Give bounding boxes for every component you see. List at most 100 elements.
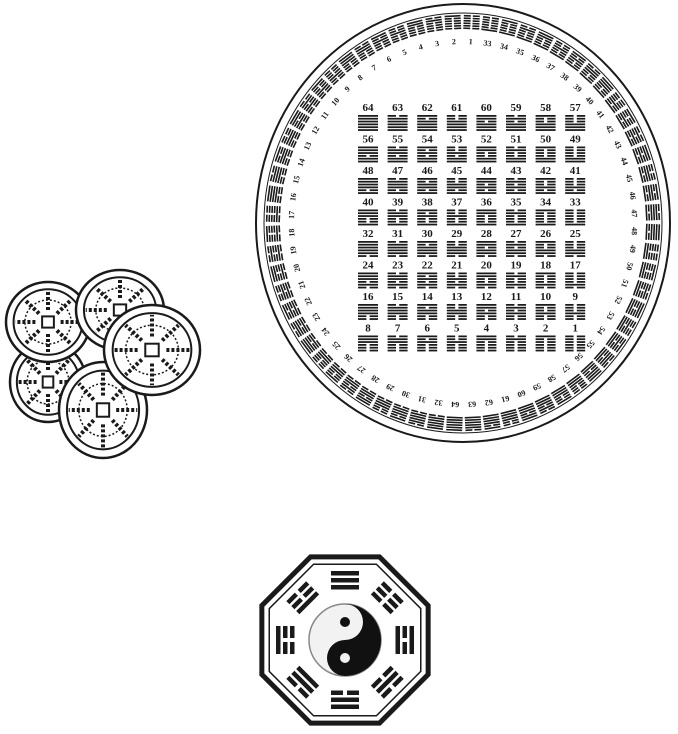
ring-number: 53 xyxy=(605,310,617,321)
square-number: 38 xyxy=(422,197,434,209)
square-hexagram xyxy=(358,336,378,352)
square-number: 20 xyxy=(481,260,493,272)
square-number: 15 xyxy=(392,291,404,303)
square-number: 42 xyxy=(540,165,552,177)
ring-number: 63 xyxy=(468,400,476,409)
ring-number: 47 xyxy=(630,209,639,217)
ring-hexagram xyxy=(638,164,656,183)
ring-hexagram xyxy=(408,409,427,427)
square-number: 11 xyxy=(511,291,521,303)
ring-number: 1 xyxy=(469,37,473,46)
square-number: 25 xyxy=(570,228,582,240)
square-number: 53 xyxy=(451,134,463,146)
square-number: 52 xyxy=(481,134,493,146)
square-number: 36 xyxy=(481,197,493,209)
square-hexagram xyxy=(417,273,437,289)
square-hexagram xyxy=(565,210,585,226)
square-hexagram xyxy=(536,241,556,257)
ring-number: 51 xyxy=(619,278,630,289)
ring-number: 58 xyxy=(546,372,558,384)
square-hexagram xyxy=(476,178,496,194)
square-number: 39 xyxy=(392,197,404,209)
square-number: 58 xyxy=(540,102,552,114)
ring-number: 7 xyxy=(370,63,378,73)
square-hexagram xyxy=(388,336,408,352)
square-hexagram xyxy=(447,241,467,257)
square-hexagram xyxy=(536,147,556,163)
ring-hexagram xyxy=(356,386,377,406)
ring-hexagram xyxy=(340,374,361,395)
trigram xyxy=(331,571,359,590)
ring-number: 35 xyxy=(515,46,526,57)
ring-hexagram xyxy=(445,15,462,30)
square-number: 47 xyxy=(392,165,404,177)
ring-number: 11 xyxy=(319,110,331,121)
ring-number: 36 xyxy=(530,53,541,65)
ring-hexagram xyxy=(311,78,332,99)
ring-number: 3 xyxy=(434,39,439,49)
ring-hexagram xyxy=(270,263,288,282)
ring-hexagram xyxy=(643,184,659,202)
ring-hexagram xyxy=(483,413,501,429)
ring-number: 54 xyxy=(595,325,607,337)
ring-number: 64 xyxy=(451,400,459,409)
ring-hexagram xyxy=(645,224,660,241)
square-number: 63 xyxy=(392,102,404,114)
square-number: 34 xyxy=(540,197,552,209)
ring-number: 59 xyxy=(531,381,542,393)
ring-number: 50 xyxy=(624,261,635,271)
square-number: 23 xyxy=(392,260,404,272)
square-number: 17 xyxy=(570,260,582,272)
square-hexagram xyxy=(388,147,408,163)
square-number: 24 xyxy=(363,260,375,272)
ring-number: 30 xyxy=(401,389,412,400)
square-hexagram xyxy=(358,273,378,289)
square-number: 26 xyxy=(540,228,552,240)
square-number: 49 xyxy=(570,134,582,146)
square-hexagram xyxy=(358,304,378,320)
ring-hexagram xyxy=(566,373,587,394)
square-number: 57 xyxy=(570,102,582,114)
ring-hexagram xyxy=(580,361,601,382)
ring-hexagram xyxy=(275,146,294,166)
ring-number: 25 xyxy=(330,339,342,351)
square-hexagram xyxy=(447,336,467,352)
ring-number: 55 xyxy=(585,338,597,350)
square-hexagram xyxy=(417,147,437,163)
square-number: 54 xyxy=(422,134,434,146)
ring-number: 14 xyxy=(296,157,307,168)
square-hexagram xyxy=(388,178,408,194)
square-hexagram xyxy=(565,336,585,352)
ring-number: 6 xyxy=(385,54,392,64)
square-hexagram xyxy=(565,273,585,289)
square-hexagram xyxy=(565,115,585,131)
ring-number: 12 xyxy=(310,125,322,136)
square-hexagram xyxy=(388,210,408,226)
square-hexagram xyxy=(476,304,496,320)
ring-number: 9 xyxy=(343,84,352,93)
ring-number: 34 xyxy=(499,41,509,52)
chinese-coins-icon xyxy=(6,270,200,458)
square-hexagram xyxy=(565,304,585,320)
square-hexagram xyxy=(506,115,526,131)
ring-hexagram xyxy=(270,166,288,185)
square-number: 9 xyxy=(572,291,578,303)
ring-hexagram xyxy=(465,416,482,431)
ring-number: 39 xyxy=(572,82,584,94)
square-number: 7 xyxy=(395,323,401,335)
square-hexagram xyxy=(536,115,556,131)
ring-number: 45 xyxy=(624,173,635,183)
ring-number: 48 xyxy=(630,227,639,235)
ring-hexagram xyxy=(594,347,615,368)
square-number: 62 xyxy=(422,102,434,114)
ring-number: 28 xyxy=(370,373,381,385)
outer-ring xyxy=(256,4,670,442)
ring-number: 16 xyxy=(288,193,298,202)
ring-number: 5 xyxy=(401,47,408,57)
ring-hexagram xyxy=(275,282,294,302)
ring-hexagram xyxy=(481,16,499,32)
ring-number: 17 xyxy=(287,211,296,219)
ring-hexagram xyxy=(551,385,572,405)
ring-number: 43 xyxy=(612,139,624,150)
ring-number: 2 xyxy=(452,37,456,46)
